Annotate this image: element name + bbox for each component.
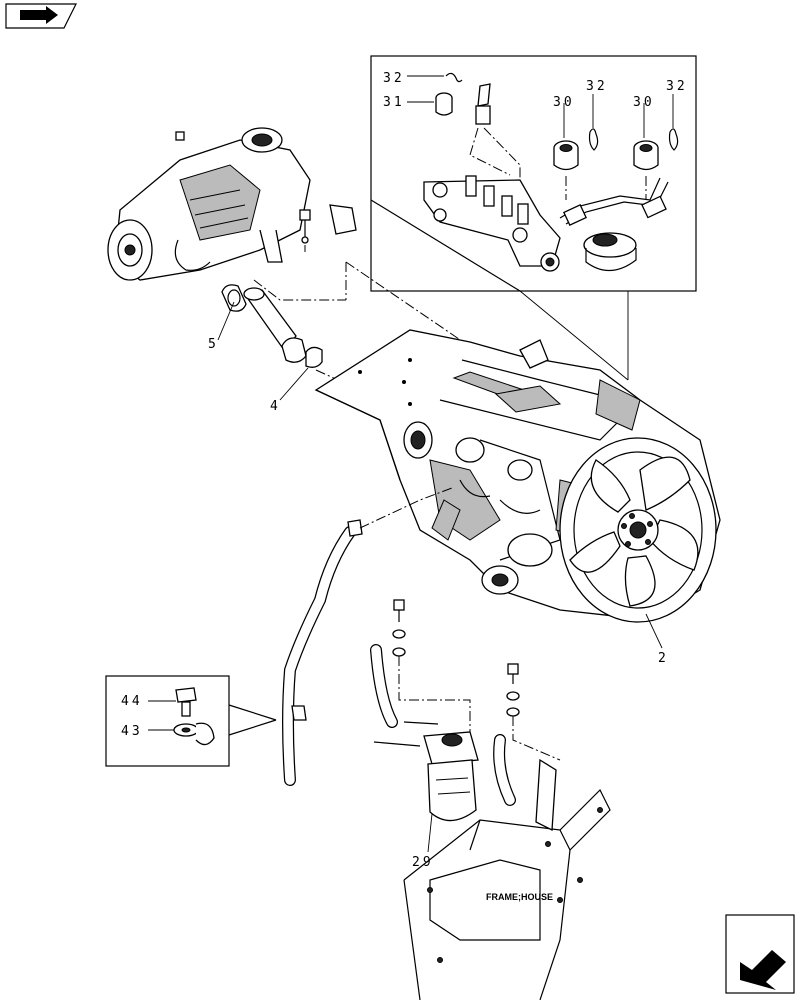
callout-30-left: 30 bbox=[553, 95, 575, 110]
callout-32-mid: 32 bbox=[586, 79, 608, 94]
callout-29: 29 bbox=[412, 855, 434, 870]
callout-30-right: 30 bbox=[633, 95, 655, 110]
callout-31: 31 bbox=[383, 95, 405, 110]
callout-2: 2 bbox=[658, 651, 669, 666]
callout-32-right: 32 bbox=[666, 79, 688, 94]
injector-detail-box bbox=[370, 55, 697, 381]
hose-line bbox=[282, 487, 453, 786]
clamp-detail-box bbox=[105, 675, 277, 767]
fuel-filter-assembly bbox=[370, 599, 561, 853]
exhaust-pipe-assembly bbox=[217, 261, 479, 411]
callout-44: 44 bbox=[121, 694, 143, 709]
cooling-fan bbox=[559, 437, 717, 649]
callout-32-top: 32 bbox=[383, 71, 405, 86]
frame-house bbox=[403, 758, 611, 1000]
callout-5: 5 bbox=[208, 337, 219, 352]
callout-4: 4 bbox=[270, 399, 281, 414]
aftertreatment-unit bbox=[107, 127, 357, 281]
book-arrow-icon[interactable] bbox=[5, 3, 77, 29]
callout-43: 43 bbox=[121, 724, 143, 739]
next-page-arrow-icon[interactable] bbox=[725, 914, 795, 994]
frame-house-label: FRAME;HOUSE bbox=[486, 892, 553, 902]
